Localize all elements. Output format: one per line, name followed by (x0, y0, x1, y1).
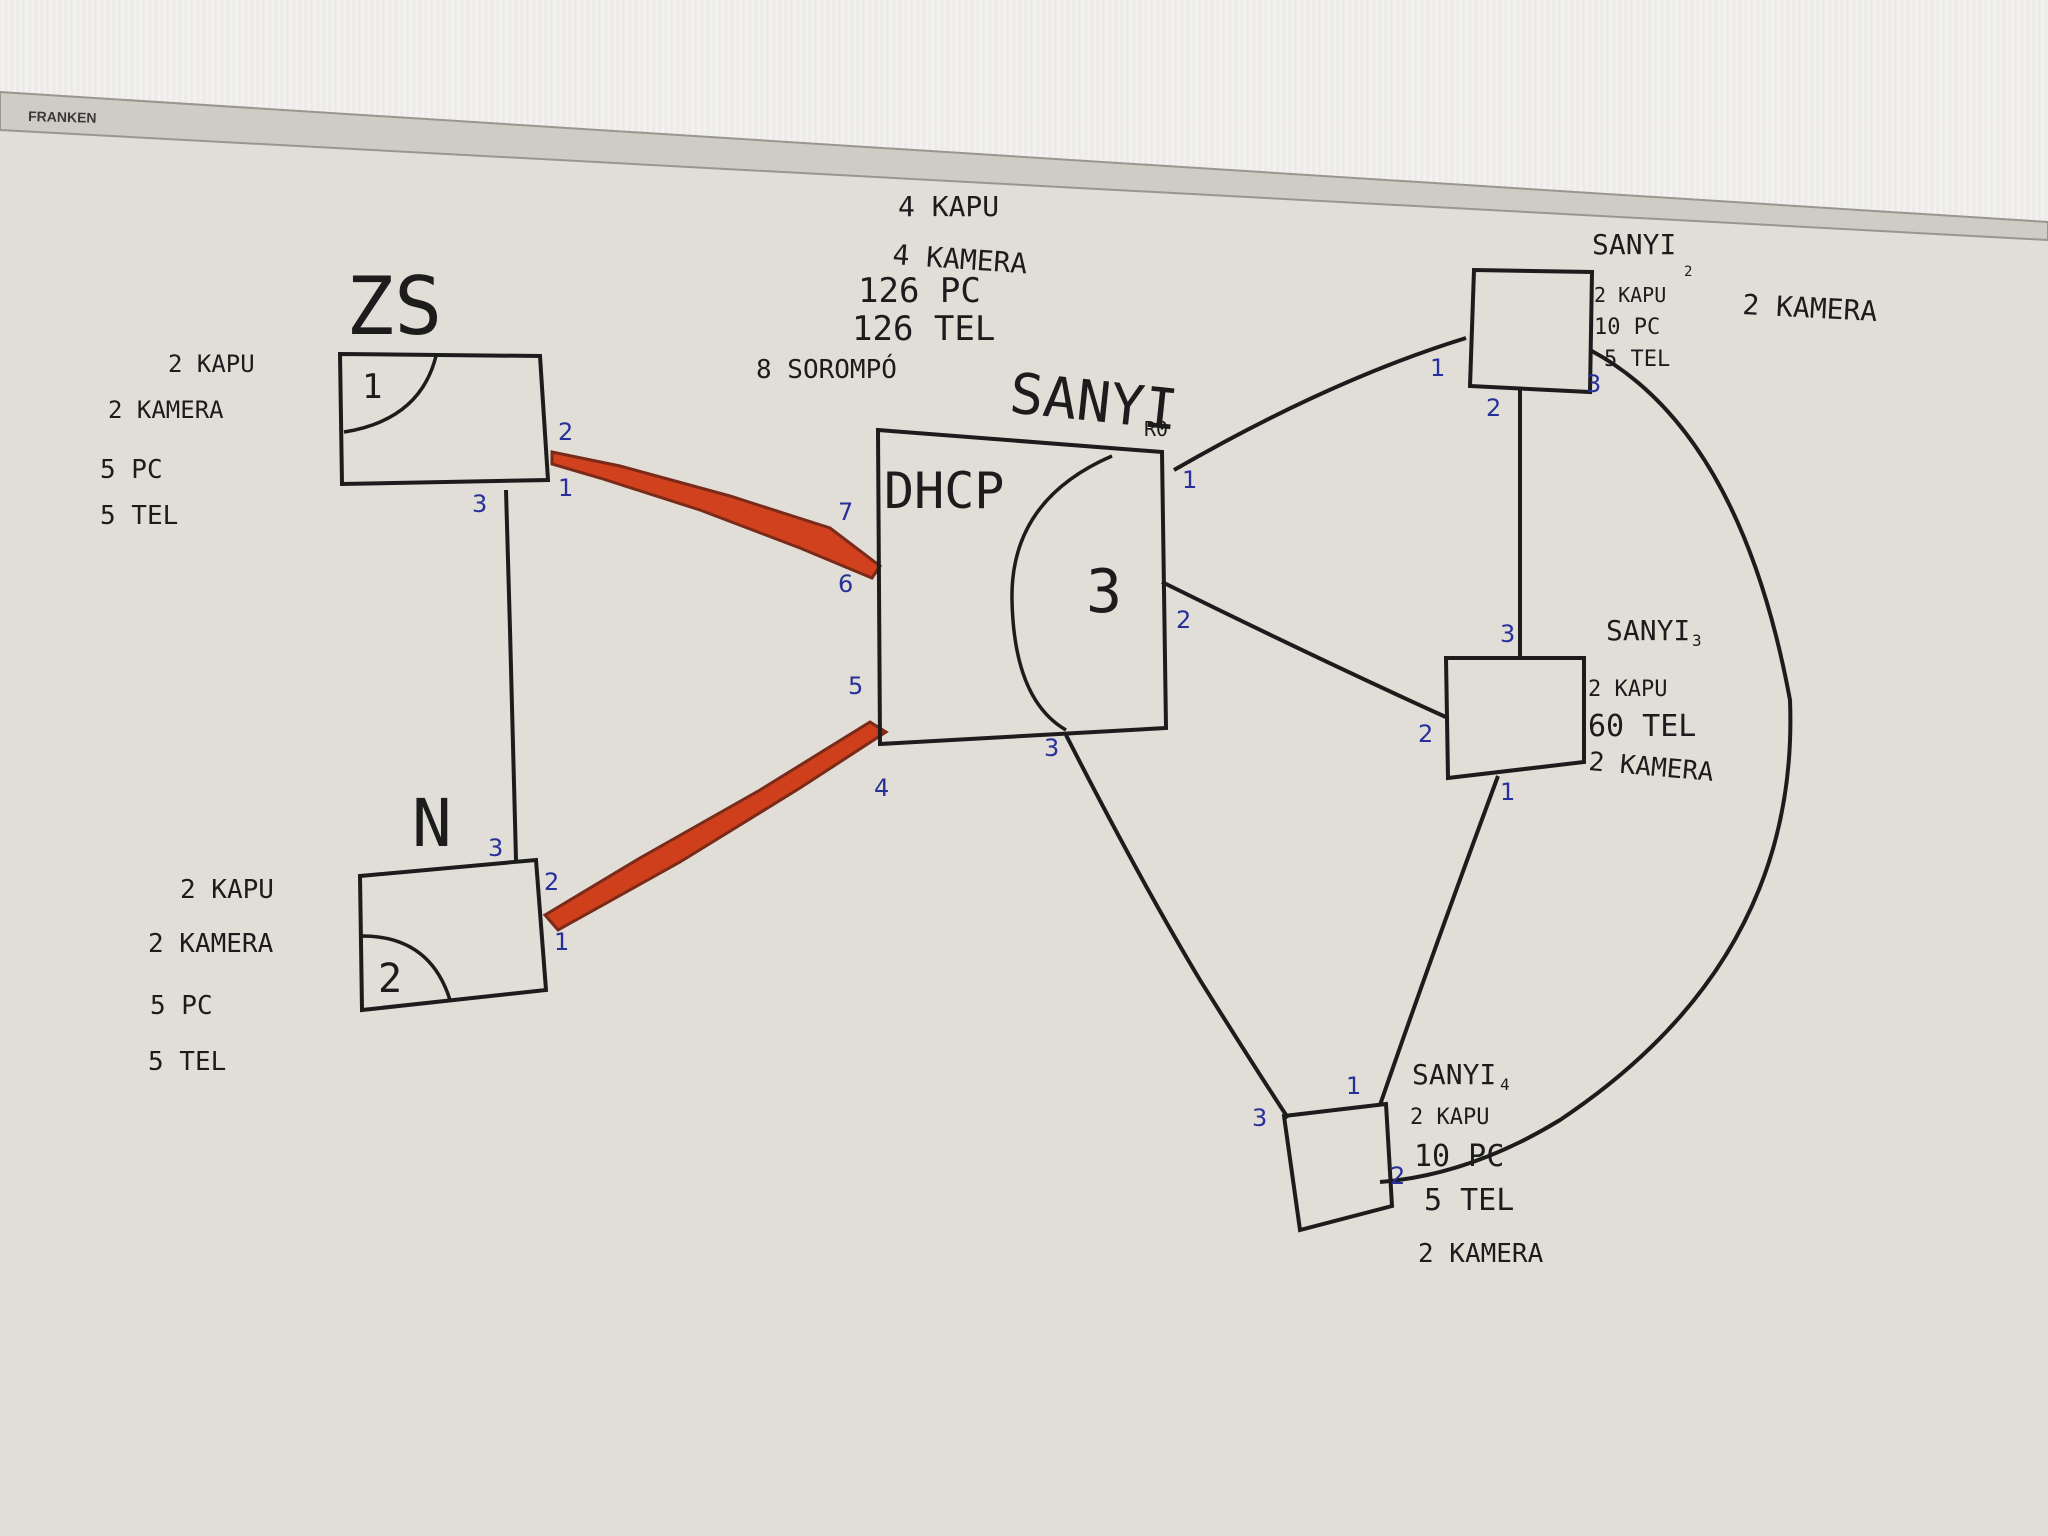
sanyi-main-port-6: 6 (838, 570, 853, 598)
sanyi4-title: SANYI (1412, 1058, 1496, 1091)
sanyi2-extra: 2 KAMERA (1742, 288, 1879, 328)
sanyi2-label-1: 10 PC (1594, 315, 1660, 340)
sanyi3-box (1443, 656, 1586, 781)
zs-port-2: 2 (558, 418, 573, 446)
link-sanyi-sanyi2 (1173, 336, 1467, 472)
sanyi4-sub: 4 (1500, 1075, 1510, 1094)
board-frame (0, 90, 2048, 242)
node-n: N 2 2 KAPU 2 KAMERA 5 PC 5 TEL 3 2 1 (148, 785, 569, 1077)
n-arc (361, 934, 452, 1001)
sanyi2-sub: 2 (1684, 264, 1692, 280)
sanyi2-port-2: 2 (1486, 394, 1501, 422)
red-links (542, 450, 889, 932)
zs-label-1: 2 KAMERA (108, 396, 224, 424)
zs-title: ZS (346, 260, 442, 353)
sanyi-main-port-5: 5 (848, 672, 863, 700)
n-label-1: 2 KAMERA (148, 929, 274, 959)
sanyi4-label-1: 10 PC (1414, 1139, 1504, 1174)
sanyi-main-port-3: 3 (1044, 734, 1059, 762)
link-sanyi3-sanyi4 (1378, 775, 1500, 1106)
link-n-sanyi (542, 720, 889, 932)
n-port-3: 3 (488, 834, 503, 862)
sanyi-main-dhcp: DHCP (884, 462, 1004, 520)
zs-box (337, 351, 551, 487)
sanyi3-sub: 3 (1692, 631, 1702, 650)
sanyi3-port-2: 2 (1418, 720, 1433, 748)
n-inner: 2 (378, 956, 402, 1002)
black-links (504, 336, 1793, 1184)
sanyi-main-label-4: 8 SOROMPÓ (756, 353, 897, 385)
sanyi4-label-2: 5 TEL (1424, 1183, 1514, 1218)
sanyi-main-port-4: 4 (874, 774, 889, 802)
sanyi-main-port-1: 1 (1182, 466, 1197, 494)
link-sanyi-sanyi3 (1161, 580, 1449, 720)
n-label-0: 2 KAPU (180, 875, 274, 905)
sanyi3-title: SANYI (1606, 614, 1690, 647)
sanyi3-label-0: 2 KAPU (1588, 677, 1667, 702)
sanyi-main-inner: 3 (1086, 557, 1122, 627)
zs-port-1: 1 (558, 474, 573, 502)
link-sanyi-sanyi4 (1064, 734, 1290, 1120)
link-zs-n (504, 489, 518, 861)
sanyi2-label-0: 2 KAPU (1594, 283, 1666, 307)
sanyi2-port-3: 3 (1586, 370, 1601, 398)
n-label-2: 5 PC (150, 991, 213, 1021)
zs-inner: 1 (362, 367, 382, 407)
zs-port-3: 3 (472, 490, 487, 518)
sanyi4-port-1: 1 (1346, 1072, 1361, 1100)
sanyi2-port-1: 1 (1430, 354, 1445, 382)
zs-label-2: 5 PC (100, 455, 163, 485)
node-sanyi-main: SANYI R0 DHCP 3 4 KAPU 4 KAMERA 126 PC 1… (756, 190, 1197, 802)
sanyi4-extra: 2 KAMERA (1418, 1239, 1544, 1269)
sanyi2-box (1467, 267, 1595, 395)
node-zs: ZS 1 2 KAPU 2 KAMERA 5 PC 5 TEL 2 1 3 (100, 260, 573, 531)
sanyi-main-port-2: 2 (1176, 606, 1191, 634)
n-port-1: 1 (554, 928, 569, 956)
sanyi-main-label-3: 126 TEL (852, 309, 995, 349)
zs-label-0: 2 KAPU (168, 350, 255, 378)
sanyi4-port-3: 3 (1252, 1104, 1267, 1132)
n-label-3: 5 TEL (148, 1047, 226, 1077)
sanyi3-port-3: 3 (1500, 620, 1515, 648)
n-box (357, 857, 549, 1013)
sanyi-main-box (875, 427, 1169, 747)
sanyi-main-port-7: 7 (838, 498, 853, 526)
sanyi3-port-1: 1 (1500, 778, 1515, 806)
sanyi2-label-2: 5 TEL (1604, 347, 1670, 372)
n-title: N (412, 785, 452, 862)
node-sanyi2: SANYI 2 2 KAPU 10 PC 5 TEL 2 KAMERA 1 2 … (1430, 228, 1878, 422)
sanyi3-label-1: 60 TEL (1588, 709, 1696, 744)
link-zs-sanyi (550, 450, 883, 580)
node-sanyi4: SANYI 4 2 KAPU 10 PC 5 TEL 2 KAMERA 1 3 … (1252, 1058, 1544, 1269)
zs-label-3: 5 TEL (100, 501, 178, 531)
sanyi-main-label-2: 126 PC (858, 271, 981, 311)
n-port-2: 2 (544, 868, 559, 896)
board-surface (0, 128, 2048, 1536)
link-sanyi2-sanyi4 (1379, 348, 1793, 1184)
sanyi4-port-2: 2 (1390, 1162, 1405, 1190)
sanyi-main-arc (1010, 454, 1113, 732)
zs-arc (343, 355, 438, 434)
sanyi2-title: SANYI (1592, 228, 1676, 261)
sanyi-main-label-0: 4 KAPU (898, 190, 999, 223)
sanyi4-label-0: 2 KAPU (1410, 1105, 1489, 1130)
sanyi4-box (1281, 1101, 1395, 1233)
brand-label: FRANKEN (28, 108, 97, 126)
sanyi-main-sub: R0 (1144, 417, 1168, 441)
